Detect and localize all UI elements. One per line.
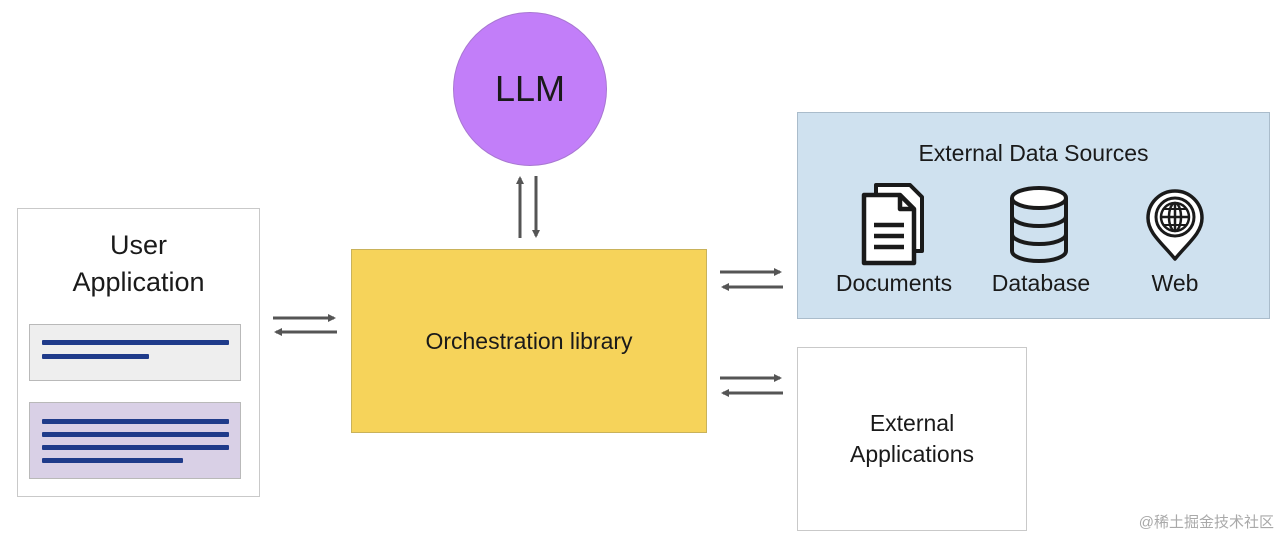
text-line [42, 340, 229, 345]
external-data-sources-title: External Data Sources [918, 140, 1149, 166]
text-line [42, 354, 149, 359]
user-application-box: User Application [17, 208, 260, 497]
orchestration-library-box: Orchestration library [351, 249, 707, 433]
llm-label: LLM [494, 68, 566, 109]
chat-message-user [29, 324, 241, 381]
text-line [42, 445, 229, 450]
text-line [42, 432, 229, 437]
globe-pin-icon [1146, 189, 1204, 261]
external-applications-box: External Applications [797, 347, 1027, 531]
database-icon [1010, 186, 1068, 263]
chat-message-response [29, 402, 241, 479]
watermark: @稀土掘金技术社区 [1138, 514, 1274, 531]
external-applications-label: External Applications [849, 410, 975, 467]
documents-icon [861, 183, 924, 266]
external-data-sources-box: External Data Sources Docume [797, 112, 1270, 319]
source-label-documents: Documents [835, 270, 953, 296]
user-application-title: User Application [72, 230, 205, 297]
orchestration-library-label: Orchestration library [425, 327, 633, 354]
text-line [42, 458, 183, 463]
llm-circle: LLM [453, 12, 607, 166]
source-label-web: Web [1151, 270, 1199, 296]
source-label-database: Database [991, 270, 1091, 296]
text-line [42, 419, 229, 424]
